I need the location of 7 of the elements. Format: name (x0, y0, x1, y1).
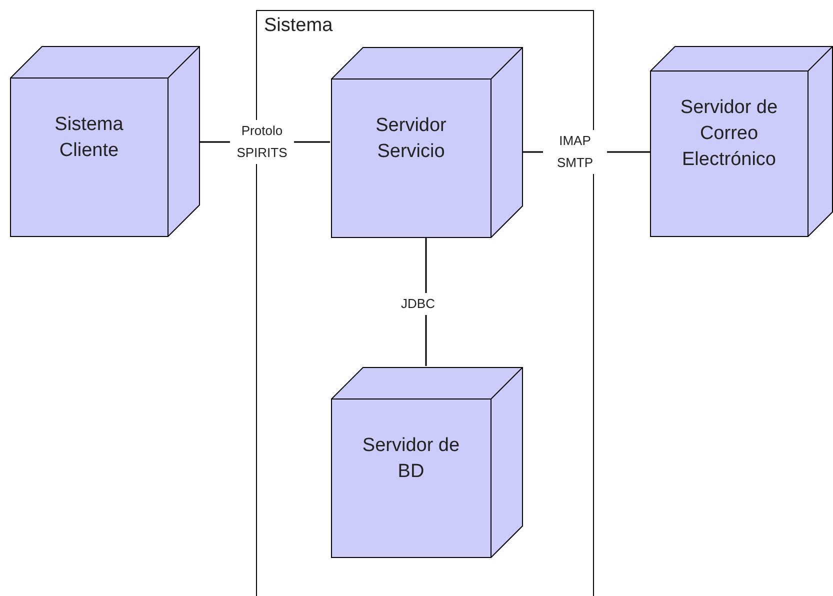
edge-label: IMAP SMTP (543, 130, 607, 174)
node-label: Servidor de BD (361, 434, 461, 484)
node-label: Sistema Cliente (54, 112, 124, 162)
node-label: Servidor de Correo Electrónico (679, 96, 779, 172)
frame-title: Sistema (264, 14, 333, 38)
node-label: Servidor Servicio (374, 114, 448, 164)
edge-label: Protolo SPIRITS (230, 120, 294, 164)
